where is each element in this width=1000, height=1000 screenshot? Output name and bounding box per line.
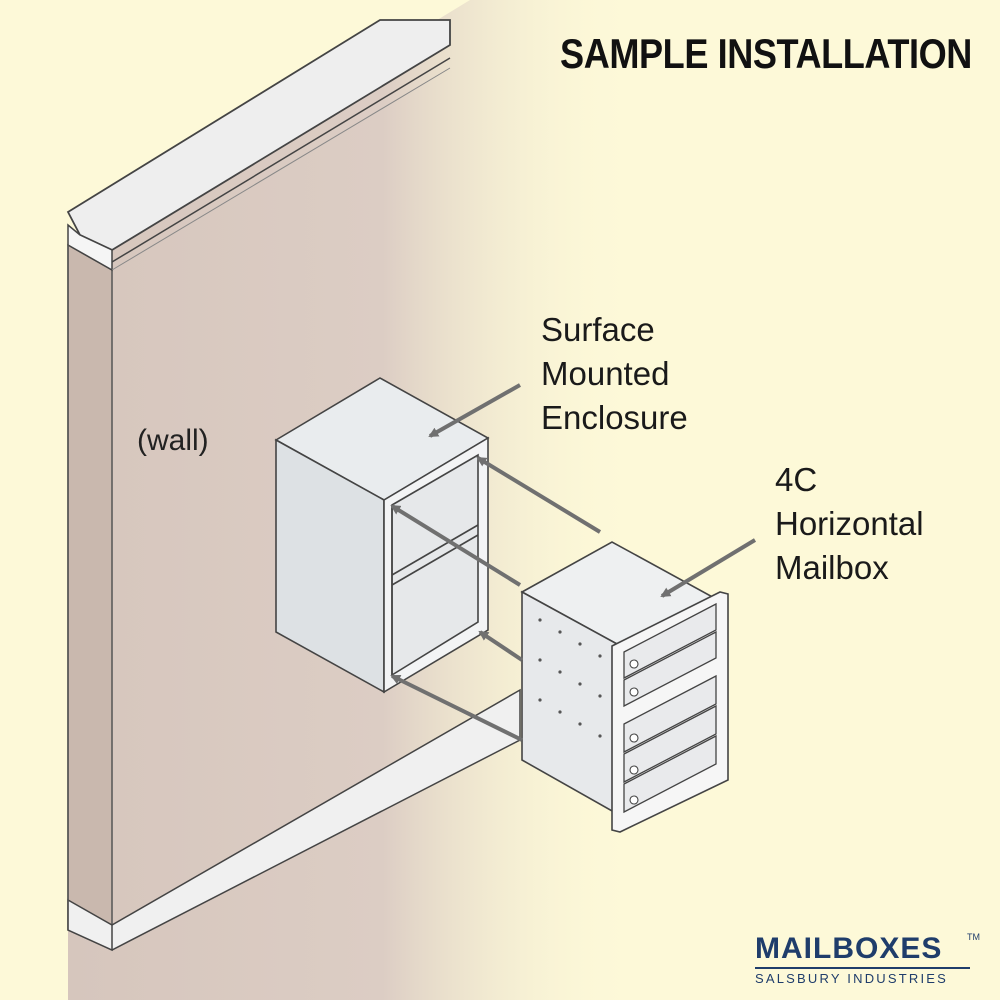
- arrow-enclosure-label: [428, 383, 521, 438]
- brand-logo: MAILBOXES TM SALSBURY INDUSTRIES: [755, 932, 980, 986]
- mailbox-label-line: Horizontal: [775, 505, 924, 542]
- arrow-mailbox-label: [660, 538, 757, 598]
- enclosure-label-line: Mounted: [541, 355, 670, 392]
- arrow-bottom-left: [390, 674, 523, 742]
- enclosure-label-line: Enclosure: [541, 399, 688, 436]
- 4c-horizontal-mailbox: [520, 541, 729, 833]
- brand-rule: [755, 967, 970, 969]
- enclosure-label: Surface Mounted Enclosure: [541, 308, 688, 440]
- page-title: SAMPLE INSTALLATION: [560, 30, 972, 77]
- brand-name: MAILBOXES: [755, 932, 943, 965]
- brand-trademark: TM: [967, 932, 980, 942]
- mailbox-locks: [629, 659, 639, 805]
- mailbox-label: 4C Horizontal Mailbox: [775, 458, 924, 590]
- arrow-top-left: [390, 504, 522, 587]
- enclosure-label-line: Surface: [541, 311, 655, 348]
- arrows: [390, 383, 757, 742]
- arrow-top-right: [476, 456, 602, 534]
- brand-tagline: SALSBURY INDUSTRIES: [755, 971, 949, 986]
- mailbox-label-line: Mailbox: [775, 549, 889, 586]
- arrow-bottom-right: [478, 630, 524, 662]
- enclosure-screw-holes: [538, 618, 602, 738]
- mailbox-label-line: 4C: [775, 461, 818, 498]
- mailbox-doors: [623, 602, 717, 814]
- surface-mounted-enclosure: [274, 377, 490, 694]
- wall-label: (wall): [137, 424, 209, 457]
